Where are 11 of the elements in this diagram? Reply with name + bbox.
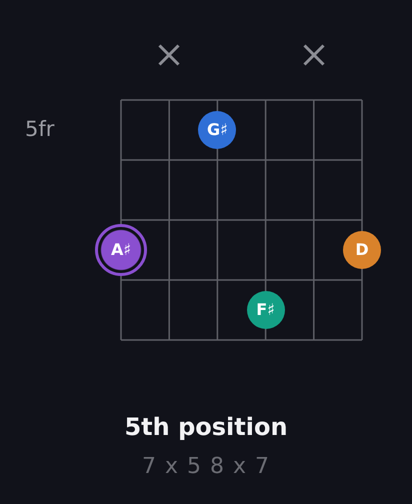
chord-title: 5th position bbox=[124, 413, 288, 442]
note-name: F♯ bbox=[256, 302, 275, 318]
note-dot bbox=[343, 231, 381, 269]
note-name: D bbox=[355, 242, 369, 258]
note-dot bbox=[198, 111, 236, 149]
root-note-dot bbox=[95, 224, 147, 276]
fingering-text: 7 x 5 8 x 7 bbox=[142, 454, 270, 480]
note-dot bbox=[246, 291, 285, 329]
note-name: A♯ bbox=[110, 242, 132, 258]
fret-position-label: 5fr bbox=[25, 117, 54, 142]
note-name: G♯ bbox=[206, 122, 228, 138]
